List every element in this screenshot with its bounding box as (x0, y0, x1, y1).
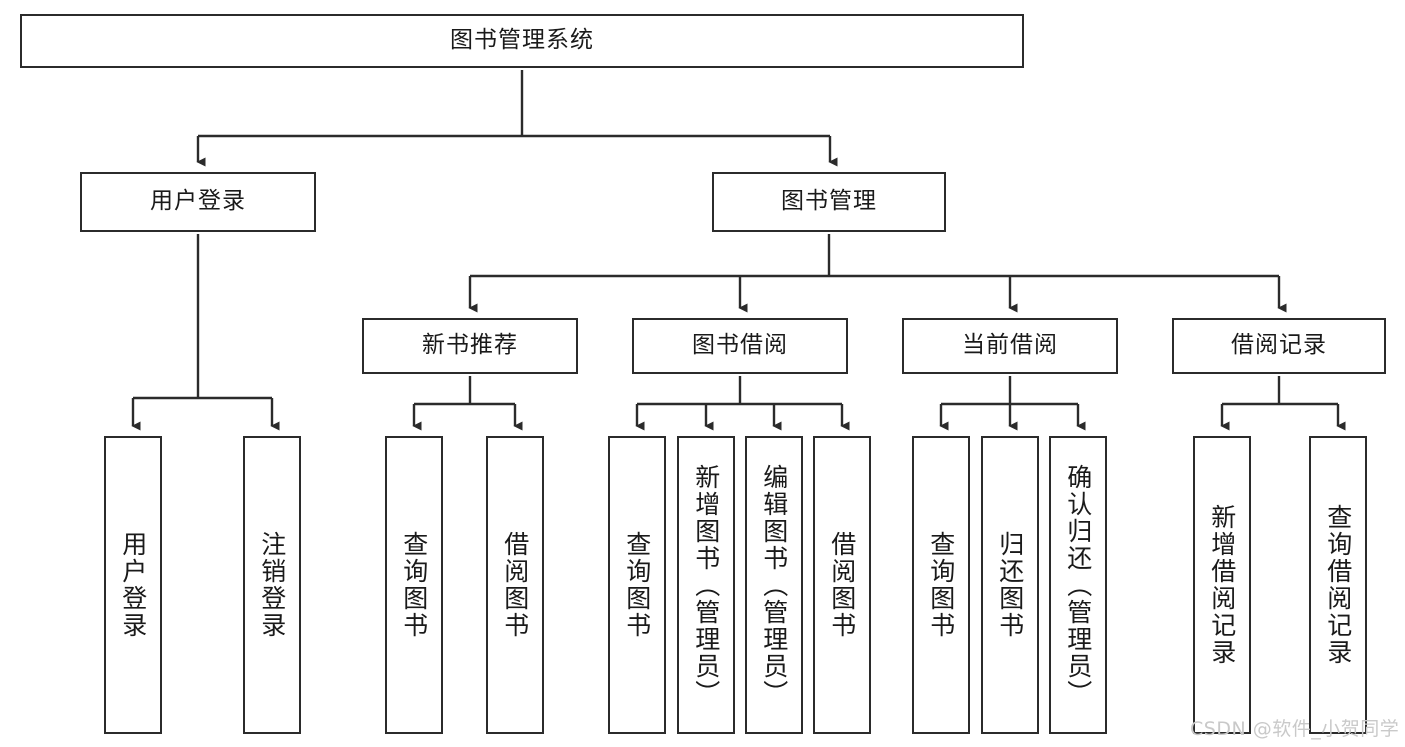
node-book-borrow[interactable]: 图书借阅 (632, 318, 848, 374)
node-leaf-user-login[interactable]: 用户登录 (104, 436, 162, 734)
node-leaf-borrow-book[interactable]: 借阅图书 (813, 436, 871, 734)
node-leaf-return-book[interactable]: 归还图书 (981, 436, 1039, 734)
node-leaf-query-book-new[interactable]: 查询图书 (385, 436, 443, 734)
node-label: 查询借阅记录 (1323, 504, 1353, 666)
node-label: 用户登录 (118, 531, 148, 639)
node-label: 借阅记录 (1231, 332, 1327, 359)
node-label: 编辑图书（管理员） (759, 463, 789, 707)
node-leaf-add-borrow-record[interactable]: 新增借阅记录 (1193, 436, 1251, 734)
node-book-management[interactable]: 图书管理 (712, 172, 946, 232)
node-leaf-logout[interactable]: 注销登录 (243, 436, 301, 734)
node-leaf-edit-book-admin[interactable]: 编辑图书（管理员） (745, 436, 803, 734)
node-leaf-query-book-borrow[interactable]: 查询图书 (608, 436, 666, 734)
node-label: 查询图书 (926, 531, 956, 639)
node-label: 新书推荐 (422, 332, 518, 359)
node-leaf-query-book-current[interactable]: 查询图书 (912, 436, 970, 734)
node-label: 确认归还（管理员） (1063, 463, 1093, 707)
node-leaf-query-borrow-record[interactable]: 查询借阅记录 (1309, 436, 1367, 734)
node-label: 新增借阅记录 (1207, 504, 1237, 666)
node-label: 查询图书 (622, 531, 652, 639)
node-label: 借阅图书 (500, 531, 530, 639)
node-label: 图书借阅 (692, 332, 788, 359)
watermark-text: CSDN @软件_小贺同学 (1190, 718, 1400, 740)
node-root-system[interactable]: 图书管理系统 (20, 14, 1024, 68)
node-label: 查询图书 (399, 531, 429, 639)
node-current-borrow[interactable]: 当前借阅 (902, 318, 1118, 374)
node-label: 注销登录 (257, 531, 287, 639)
node-label: 图书管理 (781, 188, 877, 215)
node-leaf-add-book-admin[interactable]: 新增图书（管理员） (677, 436, 735, 734)
node-user-login[interactable]: 用户登录 (80, 172, 316, 232)
node-leaf-borrow-book-new[interactable]: 借阅图书 (486, 436, 544, 734)
node-label: 图书管理系统 (450, 27, 594, 54)
node-label: 借阅图书 (827, 531, 857, 639)
node-label: 归还图书 (995, 531, 1025, 639)
node-label: 当前借阅 (962, 332, 1058, 359)
node-new-book-recommend[interactable]: 新书推荐 (362, 318, 578, 374)
node-leaf-confirm-return-admin[interactable]: 确认归还（管理员） (1049, 436, 1107, 734)
node-label: 新增图书（管理员） (691, 463, 721, 707)
node-borrow-record[interactable]: 借阅记录 (1172, 318, 1386, 374)
csdn-watermark: CSDN @软件_小贺同学 (1190, 714, 1399, 741)
node-label: 用户登录 (150, 188, 246, 215)
